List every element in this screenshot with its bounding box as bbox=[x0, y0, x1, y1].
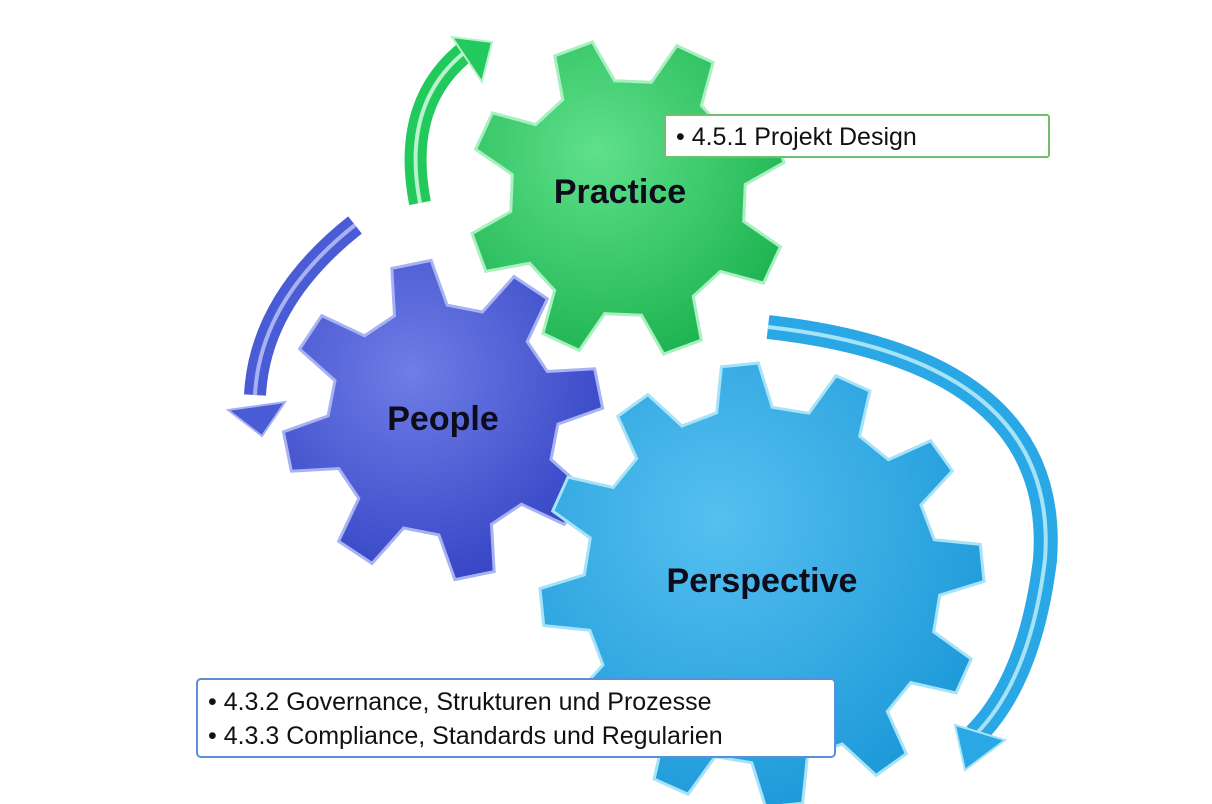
people-gear-label: People bbox=[387, 400, 498, 438]
practice-callout: 4.5.1 Projekt Design bbox=[664, 114, 1050, 158]
practice-gear-label: Practice bbox=[554, 173, 686, 211]
people-arrow bbox=[225, 216, 362, 438]
perspective-arrow bbox=[766, 315, 1058, 772]
perspective-callout: 4.3.2 Governance, Strukturen und Prozess… bbox=[196, 678, 836, 758]
perspective-gear-label: Perspective bbox=[667, 562, 858, 600]
practice-callout-item: 4.5.1 Projekt Design bbox=[676, 123, 1048, 152]
practice-arrow bbox=[404, 35, 494, 206]
perspective-callout-item: 4.3.2 Governance, Strukturen und Prozess… bbox=[208, 685, 834, 719]
perspective-callout-item: 4.3.3 Compliance, Standards und Regulari… bbox=[208, 719, 834, 753]
